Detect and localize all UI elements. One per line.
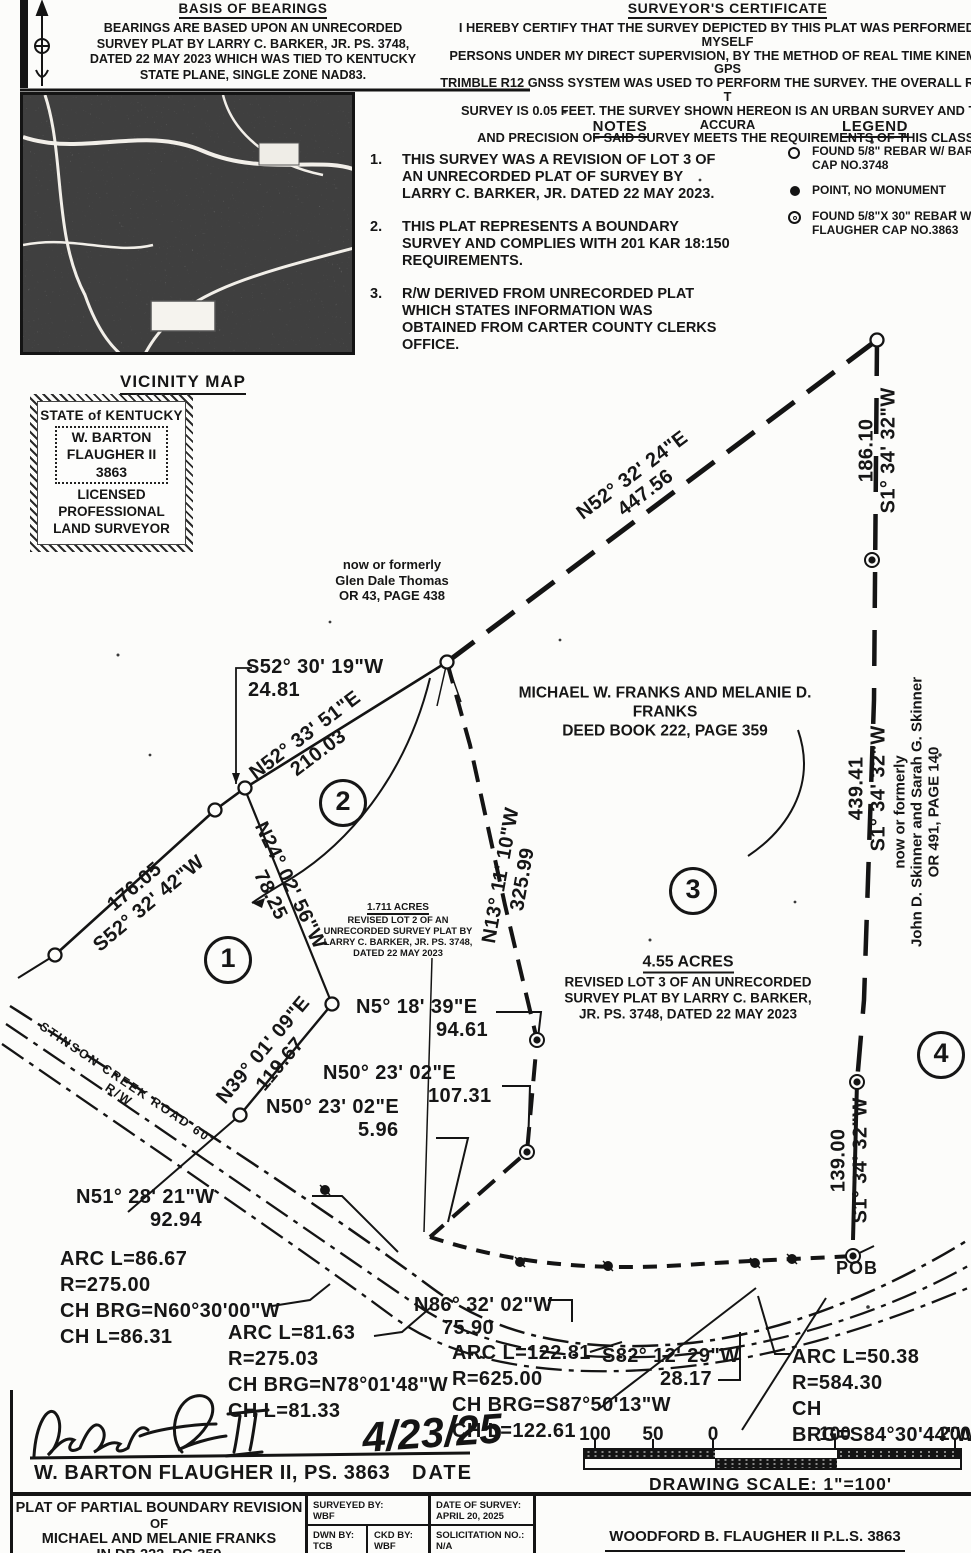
- lot-number-4: 4: [917, 1031, 965, 1079]
- titleblock-title: PLAT OF PARTIAL BOUNDARY REVISION OF MIC…: [14, 1500, 304, 1553]
- adjoiner-skinner: now or formerly John D. Skinner and Sara…: [891, 676, 943, 948]
- legend-title: LEGEND: [842, 118, 909, 138]
- dwn-by-field: DWN BY:TCB: [313, 1530, 354, 1552]
- basis-title: BASIS OF BEARINGS: [178, 1, 328, 19]
- lot3-area-body: REVISED LOT 3 OF AN UNRECORDED SURVEY PL…: [564, 974, 812, 1022]
- dim-139-00: 139.00 S1° 34' 32"W: [827, 1097, 872, 1224]
- lot2-area-title: 1.711 ACRES: [367, 902, 429, 915]
- plat-title-line: IN DB 222, PG 359: [14, 1547, 304, 1553]
- handwritten-date: 4/23/25: [360, 1404, 505, 1461]
- basis-body: BEARINGS ARE BASED UPON AN UNRECORDED SU…: [89, 21, 417, 82]
- note-text: R/W DERIVED FROM UNRECORDED PLAT WHICH S…: [402, 286, 717, 353]
- note-item: 3. R/W DERIVED FROM UNRECORDED PLAT WHIC…: [370, 286, 780, 354]
- scan-specks: [116, 110, 957, 1309]
- firm-name: WOODFORD B. FLAUGHER II P.L.S. 3863: [609, 1528, 901, 1545]
- surveyor-stamp: STATE of KENTUCKY W. BARTON FLAUGHER II …: [30, 394, 193, 552]
- drawing-scale-caption: DRAWING SCALE: 1"=100': [648, 1474, 893, 1494]
- surveyor-signature: [32, 1394, 270, 1458]
- lot-number-3: 3: [669, 867, 717, 915]
- scale-bar: 100 50 0 100 200 DRAWING SCALE: 1"=100': [579, 1424, 971, 1500]
- legend-item-text: FOUND 5/8"X 30" REBAR W/ FLAUGHER CAP NO…: [812, 209, 971, 237]
- note-text: THIS SURVEY WAS A REVISION OF LOT 3 OF A…: [402, 152, 716, 202]
- double-circle-icon: [788, 211, 801, 224]
- note-item: 2. THIS PLAT REPRESENTS A BOUNDARY SURVE…: [370, 219, 780, 270]
- arc-data-2: ARC L=81.63 R=275.03 CH BRG=N78°01'48"W …: [228, 1322, 449, 1422]
- basis-of-bearings: BASIS OF BEARINGS BEARINGS ARE BASED UPO…: [78, 0, 428, 83]
- dim-186-10: 186.10 S1° 34' 32"W: [855, 387, 900, 514]
- notes-section: NOTES 1. THIS SURVEY WAS A REVISION OF L…: [370, 118, 780, 354]
- scale-bar-graphic: [583, 1448, 962, 1470]
- solicitation-field: SOLICITATION NO.:N/A: [436, 1530, 525, 1552]
- vicinity-map-label: VICINITY MAP: [120, 372, 246, 395]
- arc-data-3: ARC L=122.81 R=625.00 CH BRG=S87°50'13"W…: [452, 1342, 671, 1442]
- ckd-by-field: CKD BY:WBF: [374, 1530, 413, 1552]
- date-label: DATE: [412, 1462, 473, 1484]
- pob-label: POB: [836, 1258, 879, 1278]
- vicinity-map-image: [20, 92, 355, 355]
- dim-439-41: 439.41 S1° 34' 32"W: [845, 725, 890, 852]
- legend-item-text: FOUND 5/8" REBAR W/ BARKER CAP NO.3748: [812, 144, 971, 172]
- plat-title-line: OF: [149, 1516, 169, 1531]
- open-circle-icon: [788, 147, 800, 159]
- lot2-area-note: 1.711 ACRES REVISED LOT 2 OF AN UNRECORD…: [293, 897, 503, 959]
- stamp-state: STATE of KENTUCKY: [40, 407, 183, 423]
- lot2-area-body: REVISED LOT 2 OF AN UNRECORDED SURVEY PL…: [323, 915, 473, 958]
- lot3-area-note: 4.55 ACRES REVISED LOT 3 OF AN UNRECORDE…: [528, 954, 848, 1023]
- found-rebar-symbols: [47, 332, 885, 1123]
- scale-label: 100: [819, 1424, 851, 1445]
- surveyor-name-line: W. BARTON FLAUGHER II, PS. 3863: [34, 1462, 391, 1484]
- filled-circle-icon: [790, 186, 800, 196]
- scale-label: 200: [939, 1424, 971, 1445]
- arc-data-1: ARC L=86.67 R=275.00 CH BRG=N60°30'00"W …: [60, 1248, 281, 1348]
- owner-franks: MICHAEL W. FRANKS AND MELANIE D. FRANKS …: [518, 684, 812, 740]
- lot3-area-title: 4.55 ACRES: [642, 954, 734, 974]
- flaugher-rebar-symbols: [519, 552, 880, 1264]
- certificate-body: I HEREBY CERTIFY THAT THE SURVEY DEPICTE…: [440, 20, 971, 146]
- lot-number-2: 2: [319, 779, 367, 827]
- lot-number-1: 1: [204, 936, 252, 984]
- note-item: 1. THIS SURVEY WAS A REVISION OF LOT 3 O…: [370, 152, 780, 203]
- scale-label: 0: [707, 1424, 719, 1445]
- north-arrow-icon: [34, 0, 50, 86]
- adjoiner-thomas: now or formerly Glen Dale Thomas OR 43, …: [335, 556, 449, 603]
- legend-section: LEGEND FOUND 5/8" REBAR W/ BARKER CAP NO…: [782, 118, 971, 236]
- scale-label: 50: [642, 1424, 664, 1445]
- note-number: 1.: [370, 152, 383, 168]
- notes-title: NOTES: [592, 118, 648, 138]
- date-of-survey-field: DATE OF SURVEY:APRIL 20, 2025: [436, 1500, 521, 1522]
- note-text: THIS PLAT REPRESENTS A BOUNDARY SURVEY A…: [402, 219, 730, 269]
- double-circle-inner-icon: [792, 215, 797, 220]
- note-number: 2.: [370, 219, 383, 235]
- legend-item-text: POINT, NO MONUMENT: [812, 183, 946, 197]
- note-number: 3.: [370, 286, 383, 302]
- surveyors-certificate: SURVEYOR'S CERTIFICATE I HEREBY CERTIFY …: [440, 0, 971, 145]
- stamp-license: LICENSED PROFESSIONAL LAND SURVEYOR: [53, 487, 170, 537]
- plat-title-line: MICHAEL AND MELANIE FRANKS: [41, 1531, 277, 1547]
- scale-label: 100: [579, 1424, 611, 1445]
- plat-title-line: PLAT OF PARTIAL BOUNDARY REVISION: [15, 1500, 303, 1516]
- certificate-title: SURVEYOR'S CERTIFICATE: [627, 0, 828, 19]
- stamp-name: W. BARTON FLAUGHER II 3863: [54, 425, 169, 485]
- point-symbols: [319, 1184, 798, 1272]
- surveyed-by-field: SURVEYED BY:WBF: [313, 1500, 384, 1522]
